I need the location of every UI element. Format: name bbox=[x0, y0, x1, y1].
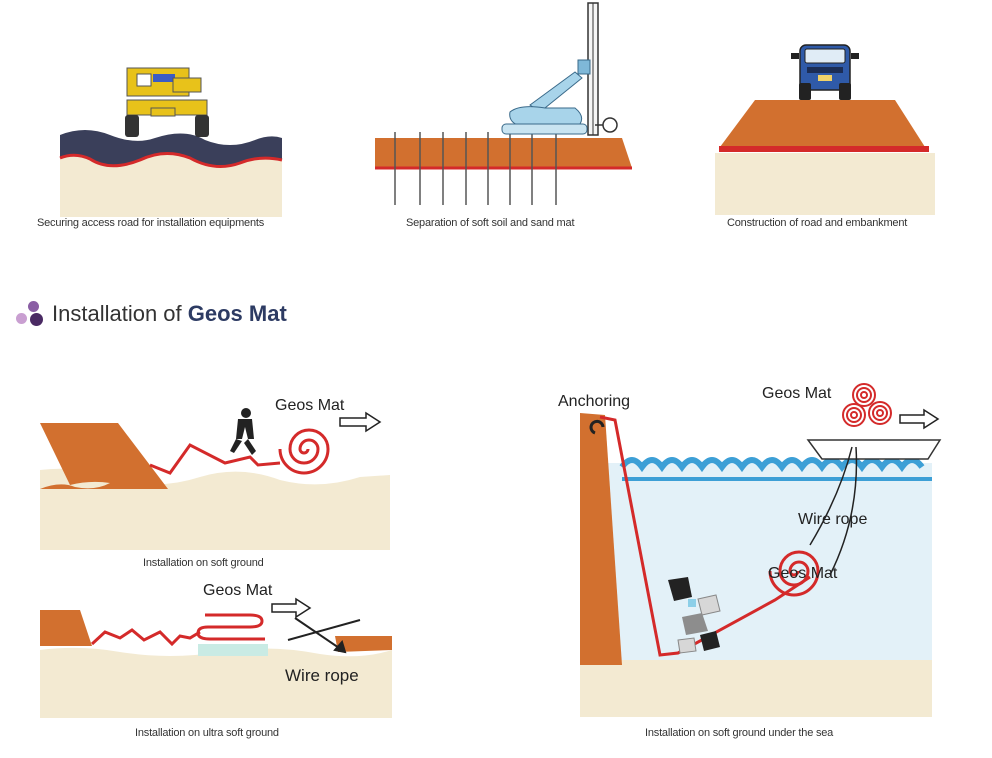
panel-ultra-soft: Geos Mat Wire rope Installation on ultra… bbox=[40, 580, 400, 750]
section-title-prefix: Installation of bbox=[52, 301, 182, 326]
bullet-dots-icon bbox=[14, 299, 44, 329]
soft-layer bbox=[198, 644, 268, 656]
caption-ultra-soft: Installation on ultra soft ground bbox=[135, 727, 279, 739]
caption-soft-ground: Installation on soft ground bbox=[143, 557, 264, 569]
access-road-illustration bbox=[59, 67, 283, 217]
geos-mat-roll-icon bbox=[278, 428, 330, 475]
pile-driver-icon bbox=[501, 2, 618, 136]
section-title: Installation of Geos Mat bbox=[52, 301, 287, 327]
panel-under-sea: Anchoring Geos Mat Wire rope Geos Mat In… bbox=[558, 383, 970, 750]
right-embankment bbox=[335, 636, 392, 652]
embankment-hill bbox=[40, 423, 168, 489]
sand-ground bbox=[40, 468, 390, 550]
installation-machine-icon bbox=[125, 67, 209, 137]
cliff bbox=[580, 413, 622, 665]
wire-rope-line bbox=[287, 617, 361, 654]
panel-access-road: Securing access road for installation eq… bbox=[37, 60, 295, 240]
section-title-bold: Geos Mat bbox=[187, 301, 287, 326]
rocks bbox=[668, 577, 721, 654]
red-mat-line bbox=[719, 146, 929, 152]
geos-mat-roll-icon bbox=[768, 550, 820, 597]
ultra-soft-illustration bbox=[40, 597, 392, 718]
panel-separation: Separation of soft soil and sand mat bbox=[370, 0, 640, 240]
red-mat-line bbox=[59, 152, 283, 169]
anchoring-hook bbox=[589, 419, 605, 435]
caption-under-sea: Installation on soft ground under the se… bbox=[645, 727, 834, 739]
geos-mat-line bbox=[599, 415, 811, 657]
under-sea-illustration bbox=[580, 383, 942, 717]
geos-mat-line bbox=[149, 443, 281, 475]
embankment-illustration bbox=[715, 44, 935, 215]
boat-icon bbox=[806, 439, 942, 460]
caption-access-road: Securing access road for installation eq… bbox=[37, 217, 265, 229]
sand-base bbox=[60, 155, 282, 217]
left-embankment bbox=[40, 610, 92, 646]
label-geos-mat-2: Geos Mat bbox=[203, 582, 273, 599]
soft-ground-illustration bbox=[40, 408, 390, 550]
arrow-right-icon bbox=[339, 411, 382, 433]
caption-separation: Separation of soft soil and sand mat bbox=[406, 217, 575, 229]
truck-icon bbox=[791, 44, 859, 100]
sand-ground bbox=[40, 647, 392, 718]
seabed-sand bbox=[580, 660, 932, 717]
geos-mat-rolls-icon bbox=[842, 383, 892, 427]
label-geos-mat-1: Geos Mat bbox=[275, 397, 345, 414]
separation-illustration bbox=[375, 2, 632, 205]
worker-icon bbox=[230, 408, 256, 455]
embankment-body bbox=[720, 100, 925, 147]
wire-rope-lines bbox=[809, 446, 858, 576]
label-geos-mat-3: Geos Mat bbox=[762, 385, 832, 402]
folded-mat bbox=[196, 613, 265, 641]
label-wire-rope-1: Wire rope bbox=[285, 666, 359, 685]
sand-base bbox=[715, 153, 935, 215]
geos-mat-line bbox=[90, 628, 201, 647]
label-wire-rope-2: Wire rope bbox=[798, 511, 868, 528]
panel-soft-ground: Geos Mat Installation on soft ground bbox=[40, 385, 400, 575]
asphalt-layer bbox=[60, 130, 282, 167]
label-geos-mat-4: Geos Mat bbox=[768, 565, 838, 582]
section-heading: Installation of Geos Mat bbox=[14, 298, 287, 330]
caption-embankment: Construction of road and embankment bbox=[727, 217, 908, 229]
drain-piles bbox=[394, 132, 557, 205]
waves bbox=[619, 457, 932, 481]
label-anchoring: Anchoring bbox=[558, 393, 631, 410]
arrow-right-icon bbox=[271, 597, 312, 619]
sand-mat-layer bbox=[375, 138, 632, 168]
arrow-right-icon bbox=[899, 408, 940, 430]
panel-embankment: Construction of road and embankment bbox=[715, 35, 945, 240]
